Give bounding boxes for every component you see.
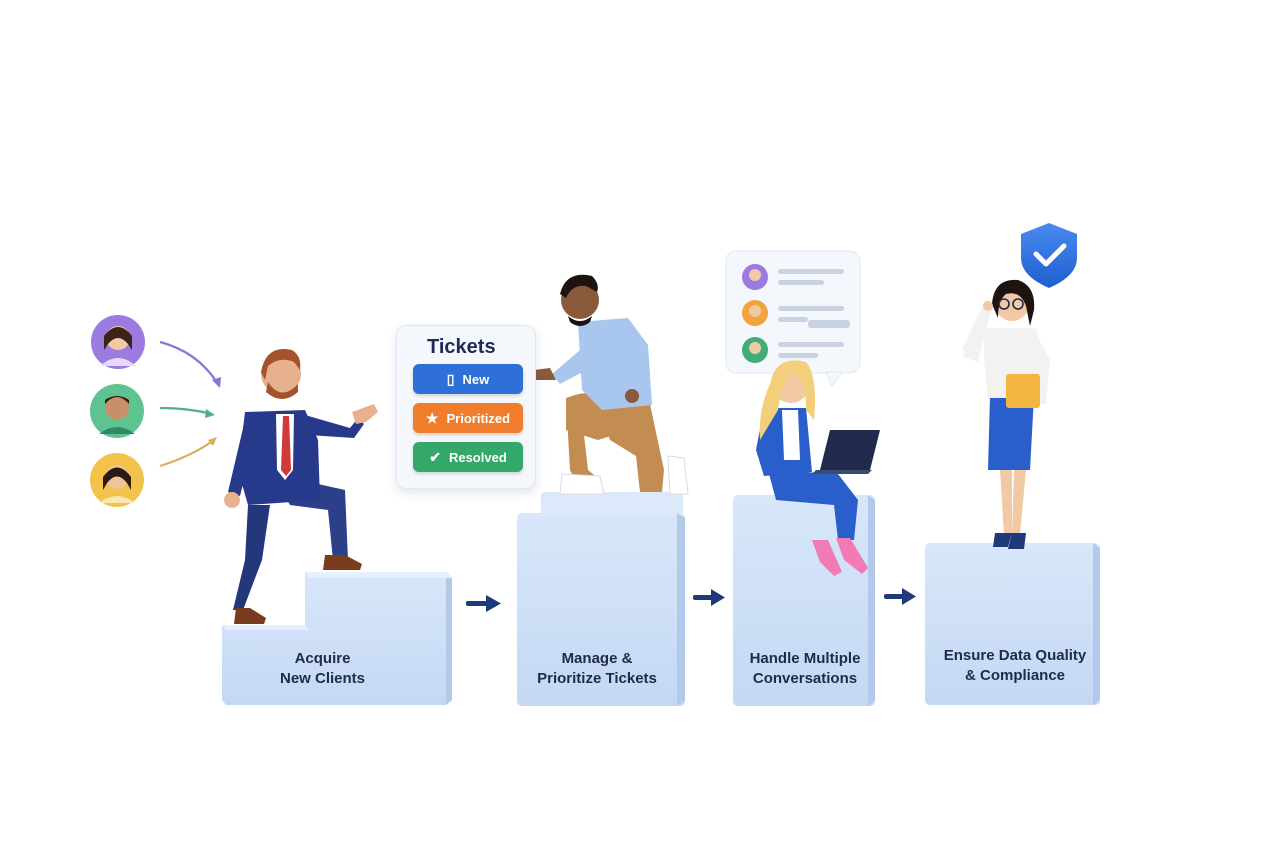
client-avatar-2 [90,384,144,438]
person-ticket-manager [518,274,689,495]
ticket-status-label: New [462,371,490,387]
ticket-status-label: Resolved [448,449,507,465]
step-4-label-line-2: & Compliance [964,667,1066,684]
avatar-arrow-2 [159,406,215,418]
ticket-status-new: ▯ New [413,364,523,394]
step-2-label-line-2: Prioritize Tickets [537,670,657,687]
step-3-label-line-1: Handle Multiple [749,650,861,667]
ticket-status-prioritized: ★ Prioritized [413,403,523,433]
person-businessman [224,348,378,624]
tickets-title: Tickets [427,336,496,358]
arrow-step-2-3 [693,589,725,606]
arrow-step-3-4 [884,588,916,605]
step-3-label-line-2: Conversations [752,670,858,687]
step-4-label-line-1: Ensure Data Quality [943,647,1087,664]
step-2-label-line-1: Manage & [561,650,633,667]
step-2-block [517,492,685,706]
shield-check-icon [1021,223,1077,288]
tickets-card: Tickets ▯ New ★ Prioritized ✔ Resolved [396,325,536,489]
conversations-card [725,250,861,388]
step-1-label-line-2: New Clients [279,670,366,687]
avatar-arrow-3 [159,437,217,468]
ticket-status-label: Prioritized [446,410,511,426]
chat-bubble-icon: ▯ [446,371,455,387]
arrow-step-1-2 [466,595,501,612]
step-3-block [733,495,875,706]
step-1-label-line-1: Acquire [294,650,351,667]
ticket-status-resolved: ✔ Resolved [413,442,523,472]
client-avatar-3 [90,453,144,507]
client-avatar-1 [91,315,145,369]
step-4-block [925,543,1100,705]
person-conversation-agent [756,360,880,576]
step-4-label: Ensure Data Quality & Compliance [930,646,1100,686]
step-3-label: Handle Multiple Conversations [735,649,875,689]
person-compliance-officer [962,279,1050,549]
star-icon: ★ [425,410,439,426]
step-1-label: Acquire New Clients [250,649,395,689]
avatar-arrow-1 [159,340,221,388]
step-2-label: Manage & Prioritize Tickets [522,649,672,689]
check-icon: ✔ [429,449,441,465]
step-1-block [222,572,452,705]
